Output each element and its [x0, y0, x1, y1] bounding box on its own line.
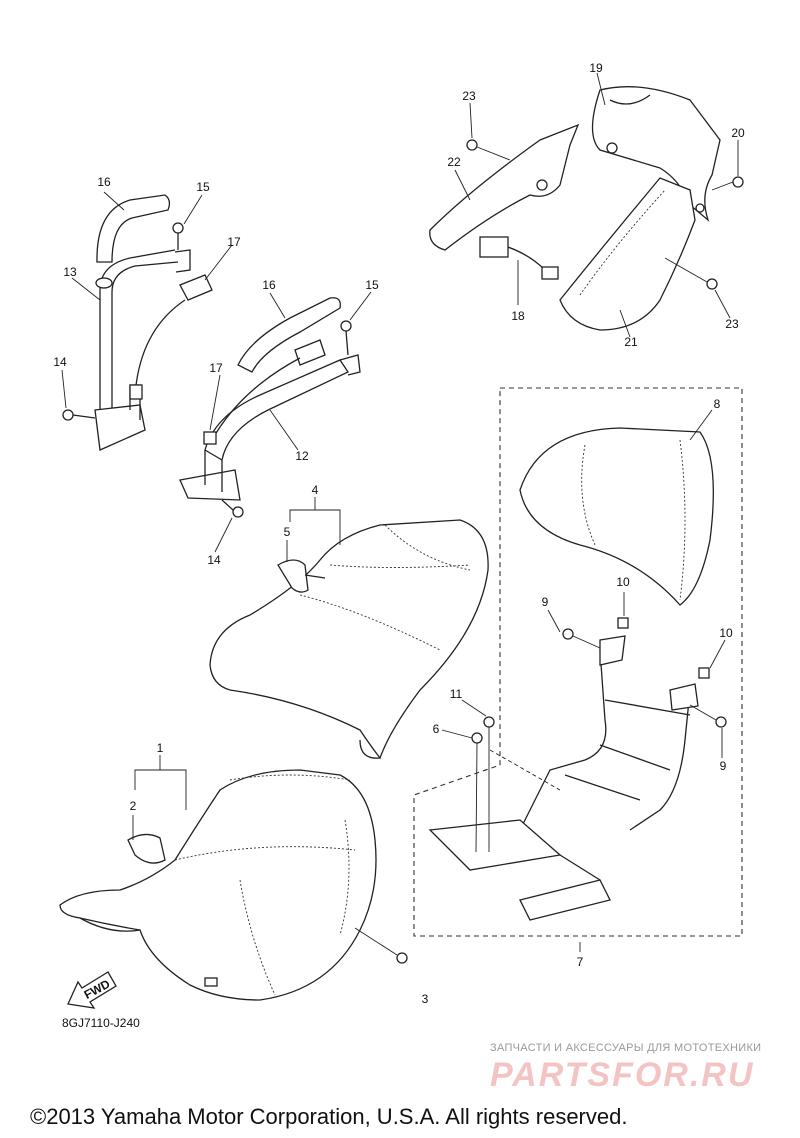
bolt-9a: [562, 628, 601, 649]
callout-15a: 15: [196, 180, 210, 194]
front-seat-1: [59, 769, 377, 1001]
callout-5: 5: [284, 525, 291, 539]
callout-19: 19: [589, 61, 603, 75]
copyright-notice: ©2013 Yamaha Motor Corporation, U.S.A. A…: [30, 1104, 628, 1129]
grab-bar-left: [94, 194, 213, 451]
callout-16a: 16: [97, 175, 111, 189]
callout-17b: 17: [209, 361, 223, 375]
callout-8: 8: [714, 397, 721, 411]
callout-20: 20: [731, 126, 745, 140]
bolt-14a: [62, 409, 96, 421]
callout-leaders: [61, 72, 739, 952]
bolt-9b: [689, 704, 727, 728]
callout-3: 3: [422, 992, 429, 1006]
watermark-logo: PARTSFOR.RU: [490, 1056, 755, 1094]
callout-22: 22: [447, 155, 461, 169]
callout-7: 7: [577, 955, 584, 969]
callout-1: 1: [157, 741, 164, 755]
bolt-23b: [664, 257, 718, 290]
callout-23b: 23: [725, 317, 739, 331]
callout-23a: 23: [462, 89, 476, 103]
strap-2: [127, 833, 166, 864]
callout-15b: 15: [365, 278, 379, 292]
bolt-15b: [340, 320, 352, 356]
backrest-group-box: [413, 387, 743, 937]
diagram-code: 8GJ7110-J240: [62, 1016, 140, 1030]
bolt-20: [711, 176, 744, 191]
callout-21: 21: [624, 335, 638, 349]
callout-12: 12: [295, 449, 309, 463]
grommet-10a: [617, 617, 629, 629]
rear-cowl-upper: [591, 86, 721, 222]
callout-10a: 10: [616, 575, 630, 589]
grab-bar-right: [179, 297, 361, 501]
callout-17a: 17: [227, 235, 241, 249]
bolt-14b: [221, 499, 244, 518]
callout-14b: 14: [207, 553, 221, 567]
callout-18: 18: [511, 309, 525, 323]
callout-9a: 9: [542, 595, 549, 609]
callout-4: 4: [312, 483, 319, 497]
callout-10b: 10: [719, 626, 733, 640]
side-cover-22: [429, 123, 580, 251]
callout-14a: 14: [53, 355, 67, 369]
watermark-tagline: ЗАПЧАСТИ И АКСЕССУАРЫ ДЛЯ МОТОТЕХНИКИ: [490, 1042, 762, 1054]
backrest-bracket-7: [428, 635, 699, 921]
bolt-23a: [466, 139, 511, 161]
forward-arrow-icon: FWD: [67, 971, 117, 1009]
callout-2: 2: [130, 799, 137, 813]
callout-16b: 16: [262, 278, 276, 292]
bolt-15a: [172, 222, 184, 250]
rear-seat-4: [209, 519, 489, 760]
switch-18: [479, 236, 559, 280]
side-cover-21: [559, 177, 696, 331]
backrest-pad-8: [519, 427, 714, 606]
bolt-11: [483, 716, 495, 852]
bolt-3: [354, 927, 408, 964]
grommet-10b: [698, 667, 710, 679]
strap-5: [277, 559, 326, 593]
callout-9b: 9: [720, 759, 727, 773]
callout-13: 13: [63, 265, 77, 279]
callout-11: 11: [450, 687, 463, 701]
callout-6: 6: [433, 722, 440, 736]
